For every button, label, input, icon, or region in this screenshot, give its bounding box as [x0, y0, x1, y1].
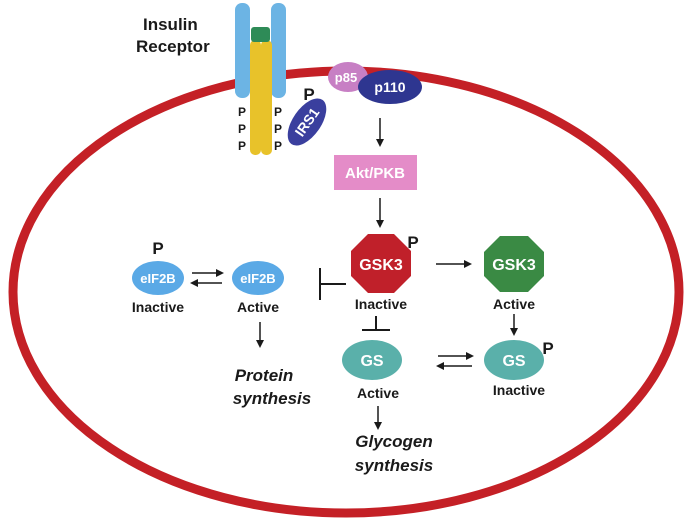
gsk3-active-state: Active: [493, 296, 535, 312]
protein-synthesis-line1: Protein: [235, 366, 294, 385]
gs-inactive-node: [484, 340, 544, 380]
gs-inactive-state: Inactive: [493, 382, 545, 398]
gsk3-inactive-phospho: P: [407, 233, 418, 252]
cell-membrane: [8, 66, 684, 518]
p85-label: p85: [335, 70, 357, 85]
akt-node: [334, 155, 417, 190]
receptor-alpha-left: [235, 3, 250, 98]
p110-label: p110: [374, 79, 405, 95]
receptor-label-line1: Insulin: [143, 15, 198, 34]
receptor-phospho-r2: P: [274, 122, 282, 136]
gsk3-inactive-label: GSK3: [359, 257, 403, 274]
insulin-receptor: [235, 3, 286, 155]
receptor-label-line2: Receptor: [136, 37, 210, 56]
protein-synthesis-line2: synthesis: [233, 389, 311, 408]
gsk3-active-node: [484, 236, 544, 292]
gsk3-inactive-state: Inactive: [355, 296, 407, 312]
eif2b-active-label: eIF2B: [240, 271, 275, 286]
eif2b-inactive-node: [132, 261, 184, 295]
eif2b-active-state: Active: [237, 299, 279, 315]
glycogen-synthesis-line2: synthesis: [355, 456, 433, 475]
gsk3-inactive-node: [351, 234, 411, 293]
gs-active-label: GS: [360, 353, 383, 370]
gs-active-state: Active: [357, 385, 399, 401]
gs-inactive-phospho: P: [542, 339, 553, 358]
receptor-phospho-l1: P: [238, 105, 246, 119]
eif2b-active-node: [232, 261, 284, 295]
gsk3-active-label: GSK3: [492, 257, 536, 274]
receptor-phospho-r1: P: [274, 105, 282, 119]
receptor-beta-right: [261, 40, 272, 155]
gs-inactive-label: GS: [502, 353, 525, 370]
receptor-phospho-r3: P: [274, 139, 282, 153]
receptor-binding-site: [251, 27, 270, 42]
p110-node: [358, 70, 422, 104]
receptor-alpha-right: [271, 3, 286, 98]
glycogen-synthesis-line1: Glycogen: [355, 432, 432, 451]
irs1-phospho: P: [303, 85, 314, 104]
receptor-phospho-l2: P: [238, 122, 246, 136]
gs-active-node: [342, 340, 402, 380]
eif2b-inactive-label: eIF2B: [140, 271, 175, 286]
p85-node: [328, 62, 368, 92]
receptor-phospho-l3: P: [238, 139, 246, 153]
receptor-beta-left: [250, 40, 261, 155]
akt-label: Akt/PKB: [345, 165, 405, 182]
eif2b-inactive-phospho: P: [152, 239, 163, 258]
eif2b-inactive-state: Inactive: [132, 299, 184, 315]
irs1-node: [287, 98, 327, 146]
